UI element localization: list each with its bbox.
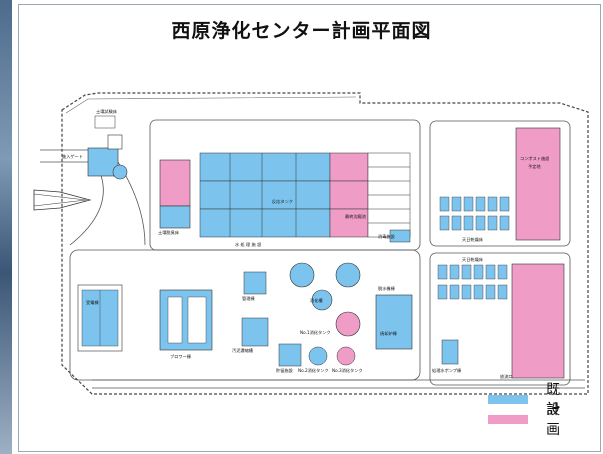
no2-label: No.2消化タンク: [298, 367, 329, 374]
gas-holder: [311, 289, 333, 311]
disinfection-label: 消毒施設: [378, 233, 396, 240]
sun-drying-bed-lower: [437, 264, 508, 300]
digestion-tank-1: [289, 262, 315, 288]
no3-label: No.3消化タンク: [332, 367, 363, 374]
blower-house-label: ブロワー棟: [170, 353, 192, 360]
compost-plan-label: 予定地: [528, 163, 541, 170]
road-block-d: [69, 249, 421, 381]
power-house-label: 受電棟: [86, 299, 99, 306]
legend-planned: 計 画: [488, 402, 603, 438]
sun-drying-label-1: 天日乾燥床: [462, 236, 484, 243]
entry-gate-label: 進入ゲート: [62, 153, 83, 160]
treated-pump-label: 処理水ポンプ棟: [432, 367, 462, 374]
incinerator-label: 焼却炉棟: [380, 330, 398, 337]
soil-bed-label: 土壌脱臭床: [158, 229, 180, 236]
digestion-tank-3: [335, 311, 361, 337]
relay-label: 管理棟: [242, 295, 255, 302]
power-house: [77, 284, 123, 352]
soil-bed-planned: [159, 159, 191, 207]
compost-label: コンポスト施設: [520, 155, 550, 162]
legend-existing-label: 既 設: [546, 382, 571, 418]
drawing-frame: [18, 4, 601, 452]
treatment-tank-label: 水 処 理 施 設: [235, 241, 262, 248]
treated-water-unit: [389, 229, 411, 243]
road-block-b: [429, 120, 571, 247]
no2-tank: [336, 346, 356, 366]
outfall-label: 放流口: [500, 373, 513, 380]
treated-pump-building: [441, 339, 459, 365]
dewatering-label: 脱水機棟: [378, 285, 396, 292]
road-block-c: [429, 252, 571, 386]
aeration-label: 反応タンク: [272, 198, 293, 205]
residue-building: [278, 343, 302, 367]
compost-planned: [515, 127, 561, 241]
plan-title: 西原浄化センター計画平面図: [171, 20, 432, 42]
legend: 既 設 計 画: [488, 382, 603, 438]
entry-wedge: [33, 189, 92, 211]
dewatering-building: [375, 294, 413, 350]
residue-label: 貯留施設: [276, 367, 294, 374]
legend-existing: 既 設: [488, 382, 603, 418]
road-south: [92, 379, 585, 389]
no1-label: No.1消化タンク: [300, 329, 331, 336]
blower-house: [159, 289, 213, 351]
legend-existing-swatch: [488, 394, 529, 404]
water-treatment-existing: [199, 152, 331, 238]
water-treatment-planned: [329, 152, 411, 238]
site-boundary: [61, 92, 589, 395]
final-tank-label: 最終沈殿池: [345, 213, 367, 220]
storage-tank-label: 汚泥濃縮槽: [232, 347, 254, 354]
sun-drying-label-2: 天日乾燥床: [462, 256, 484, 263]
management-building: [243, 271, 267, 295]
photo-strip: [0, 0, 12, 454]
digestion-label: 消化槽: [310, 297, 323, 304]
soil-bed-existing: [159, 205, 191, 229]
planned-south-block: [511, 263, 565, 379]
sludge-thickener: [241, 317, 269, 347]
legend-planned-label: 計 画: [546, 402, 571, 438]
legend-planned-swatch: [488, 414, 529, 424]
sun-drying-bed-upper: [439, 196, 510, 231]
soil-lab-label: 土壌試験床: [96, 108, 118, 115]
entry-gate-building: [87, 115, 128, 180]
no1-tank: [308, 346, 328, 366]
digestion-tank-2: [335, 262, 361, 288]
site-inner-boundary: [65, 96, 357, 114]
roads: [40, 119, 585, 389]
